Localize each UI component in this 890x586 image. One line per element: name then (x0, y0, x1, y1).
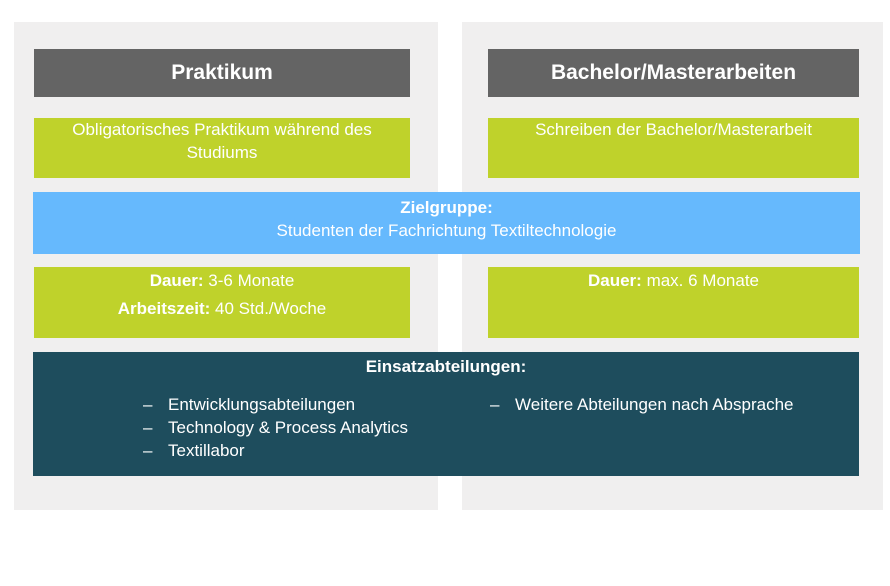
target-group-label: Zielgruppe: (400, 198, 493, 217)
praktikum-description-line-1: Obligatorisches Praktikum während des (72, 120, 372, 139)
praktikum-header-label: Praktikum (171, 61, 273, 84)
praktikum-duration: Dauer: 3-6 Monate (150, 267, 295, 295)
praktikum-duration-value: 3-6 Monate (203, 271, 295, 290)
bachelor-master-description-line-1: Schreiben der Bachelor/Masterarbeit (535, 120, 812, 139)
target-group-banner: Zielgruppe: Studenten der Fachrichtung T… (33, 192, 860, 254)
bachelor-master-duration-label: Dauer: (587, 271, 642, 290)
bachelor-master-header-label: Bachelor/Masterarbeiten (550, 61, 797, 84)
praktikum-worktime: Arbeitszeit: 40 Std./Woche (118, 295, 327, 323)
praktikum-header: Praktikum (34, 49, 410, 97)
praktikum-worktime-value: 40 Std./Woche (210, 299, 327, 318)
bachelor-master-header: Bachelor/Masterarbeiten (488, 49, 859, 97)
praktikum-description: Obligatorisches Praktikum während des St… (34, 118, 410, 178)
list-item: Weitere Abteilungen nach Absprache (490, 393, 794, 416)
list-item: Technology & Process Analytics (143, 416, 408, 439)
list-item: Textillabor (143, 439, 408, 462)
praktikum-description-line-2: Studiums (186, 143, 258, 162)
bachelor-master-description: Schreiben der Bachelor/Masterarbeit (488, 118, 859, 178)
praktikum-duration-box: Dauer: 3-6 Monate Arbeitszeit: 40 Std./W… (34, 267, 410, 338)
bachelor-master-duration: Dauer: max. 6 Monate (588, 267, 759, 295)
departments-title: Einsatzabteilungen: (365, 357, 527, 376)
bachelor-master-duration-box: Dauer: max. 6 Monate (488, 267, 859, 338)
departments-list-right: Weitere Abteilungen nach Absprache (490, 393, 794, 416)
departments-list-left: Entwicklungsabteilungen Technology & Pro… (143, 393, 408, 462)
list-item: Entwicklungsabteilungen (143, 393, 408, 416)
bachelor-master-duration-value: max. 6 Monate (641, 271, 760, 290)
praktikum-worktime-label: Arbeitszeit: (117, 299, 211, 318)
target-group-value: Studenten der Fachrichtung Textiltechnol… (276, 221, 617, 240)
praktikum-duration-label: Dauer: (149, 271, 204, 290)
